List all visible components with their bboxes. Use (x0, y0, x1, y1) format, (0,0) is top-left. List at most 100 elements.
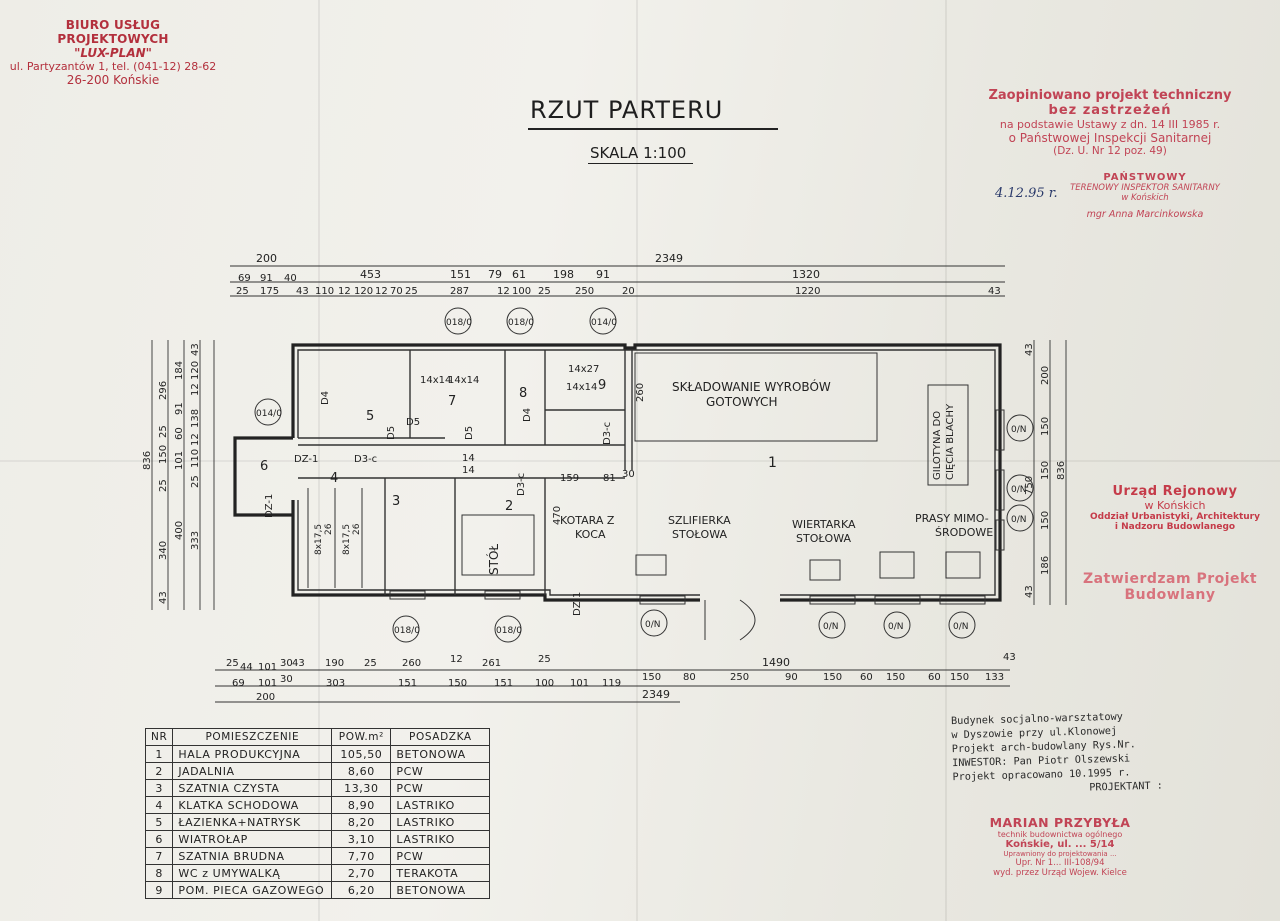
vent-duct-label: 14x14 (448, 375, 479, 386)
designer-stamp-line: Uprawniony do projektowania ... (1003, 850, 1117, 858)
dimension-label: 198 (553, 268, 574, 281)
dimension-label: 110 (315, 286, 334, 297)
dimension-label: 150 (823, 672, 842, 683)
inspector-stamp-line: PAŃSTWOWY (1103, 172, 1187, 183)
plan-labels: SKŁADOWANIE WYROBÓW GOTOWYCH GILOTYNA DO… (260, 364, 993, 616)
table-label: STÓŁ (486, 544, 501, 575)
dimension-label: 25 (364, 658, 377, 669)
dimension-label: 190 (325, 658, 344, 669)
interior-dimension: 81 (603, 473, 616, 484)
dimension-label: 836 (1056, 461, 1067, 480)
room-number: 5 (144, 813, 174, 831)
dimension-label: 12 (190, 433, 201, 446)
dimension-label: 200 (256, 692, 275, 703)
paper-fold (318, 0, 320, 921)
drawing-title: RZUT PARTERU (530, 96, 724, 124)
dimension-label: 250 (730, 672, 749, 683)
room-number-label: 4 (330, 471, 338, 486)
door-label: DZ-1 (264, 494, 275, 518)
window-marker (1006, 474, 1034, 502)
room-number-label: 8 (519, 386, 527, 401)
outer-wall-inner-face (297, 500, 700, 596)
dimension-label: 200 (256, 252, 277, 265)
window-marker-label: 018/0 (446, 318, 472, 328)
dimension-label: 43 (158, 591, 169, 604)
curtain-label: KOTARA Z (560, 514, 615, 527)
district-stamp-line: i Nadzoru Budowlanego (1114, 522, 1236, 532)
dimension-label: 150 (1040, 461, 1051, 480)
window (939, 595, 986, 605)
designer-stamp-line: technik budownictwa ogólnego (997, 830, 1123, 839)
grinder-label: STOŁOWA (672, 528, 727, 541)
door-label: DZ-1 (572, 592, 583, 616)
dimension-label: 90 (785, 672, 798, 683)
room-number-label: 7 (448, 394, 456, 409)
dimension-label: 333 (190, 531, 201, 550)
dimension-label: 138 (190, 409, 201, 428)
room-floor: LASTRIKO (390, 796, 491, 814)
dimension-label: 43 (296, 286, 309, 297)
room-area: 6,20 (331, 881, 392, 899)
dimension-label: 151 (398, 678, 417, 689)
room-area: 2,70 (331, 864, 392, 882)
dimension-label: 91 (174, 402, 185, 415)
dimension-label: 186 (1040, 556, 1051, 575)
window-marker-label: 0/N (1011, 485, 1027, 495)
paper-fold (636, 0, 638, 921)
table-header-row: NR POMIESZCZENIE POW.m² POSADZKA (144, 728, 491, 746)
dimension-label: 150 (1040, 511, 1051, 530)
window-marker-label: 014/0 (256, 409, 282, 419)
dimension-label: 43 (1003, 652, 1016, 663)
room-floor: TERAKOTA (390, 864, 491, 882)
room-name: JADALNIA (172, 762, 333, 780)
dimension-label: 1320 (792, 268, 820, 281)
dimension-label: 750 (1024, 476, 1035, 495)
dimension-label: 43 (1024, 343, 1035, 356)
dimension-label: 25 (236, 286, 249, 297)
office-stamp-line: 26-200 Końskie (66, 73, 160, 87)
room-name: POM. PIECA GAZOWEGO (172, 881, 333, 899)
vent-duct-label: 14x14 (420, 375, 451, 386)
machine-outlines (461, 352, 981, 581)
sanitary-stamp-line: na podstawie Ustawy z dn. 14 III 1985 r. (999, 118, 1221, 131)
outer-wall-inner-face (297, 349, 996, 596)
room-number-label: 9 (598, 378, 606, 393)
drill-machine (809, 559, 841, 581)
room-name: KLATKA SCHODOWA (172, 796, 333, 814)
dimension-label: 43 (190, 343, 201, 356)
title-underline (528, 128, 778, 130)
room-number-label: 2 (505, 499, 513, 514)
dimension-label: 91 (596, 268, 610, 281)
window-marker (948, 611, 976, 639)
room-number-label: 1 (768, 455, 777, 471)
storage-area (634, 352, 878, 442)
window-marker (640, 609, 668, 637)
dimension-label: 1490 (762, 656, 790, 669)
dimension-label: 200 (1040, 366, 1051, 385)
curtain-label: KOCA (575, 528, 606, 541)
door-label: D3-c (602, 422, 613, 445)
approval-stamp-line: Budowlany (1124, 587, 1216, 603)
drill-label: WIERTARKA (792, 518, 856, 531)
room-name: ŁAZIENKA+NATRYSK (172, 813, 333, 831)
inspector-stamp-line: w Końskich (1121, 193, 1169, 203)
dimension-label: 70 (390, 286, 403, 297)
window-marker-label: 018/0 (508, 318, 534, 328)
dimension-label: 133 (985, 672, 1004, 683)
dimension-label: 12 (190, 383, 201, 396)
stair-dimension: 8x17,5 (314, 524, 324, 555)
dimension-label: 25 (226, 658, 239, 669)
dimension-label: 101 (174, 451, 185, 470)
district-stamp-line: w Końskich (1144, 499, 1206, 512)
drill-label: STOŁOWA (796, 532, 851, 545)
door-label: D5 (386, 426, 397, 440)
dimension-label: 12 (375, 286, 388, 297)
dimension-label: 150 (158, 445, 169, 464)
dimension-label: 250 (575, 286, 594, 297)
office-stamp: BIURO USŁUG PROJEKTOWYCH "LUX-PLAN" ul. … (8, 18, 218, 87)
dimension-label: 25 (538, 286, 551, 297)
dimension-label: 100 (535, 678, 554, 689)
district-office-stamp: Urząd Rejonowy w Końskich Oddział Urbani… (1085, 484, 1265, 532)
